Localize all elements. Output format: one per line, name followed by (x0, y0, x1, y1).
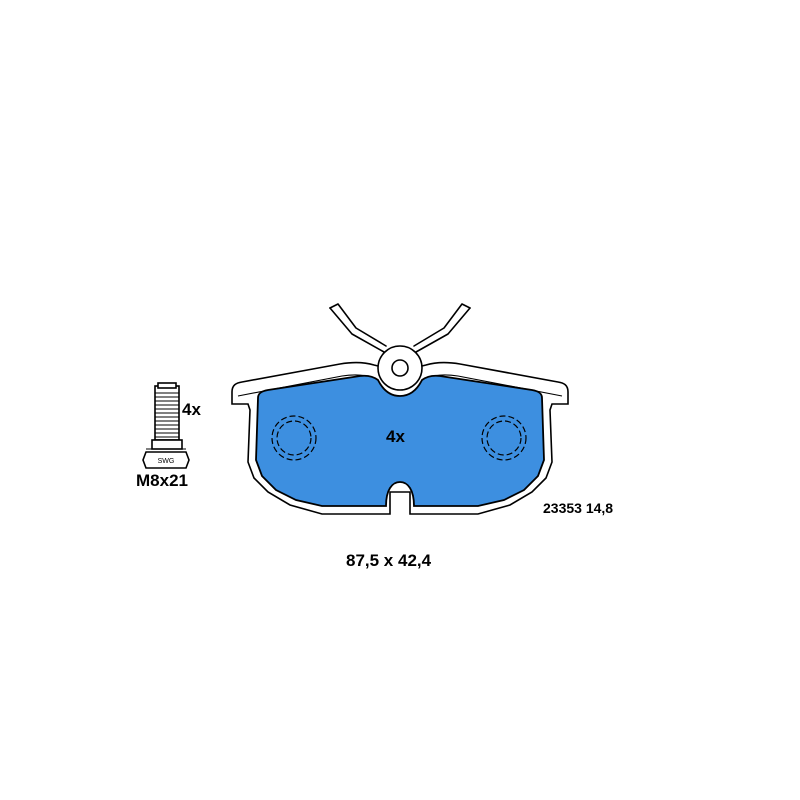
bolt-size: M8x21 (136, 471, 188, 490)
bolt-thread (155, 392, 179, 438)
wva-and-thickness: 23353 14,8 (543, 500, 614, 516)
piston-mark-left (271, 415, 317, 461)
center-lug (377, 345, 423, 391)
bolt-icon (142, 382, 190, 469)
friction-material (255, 374, 545, 507)
bolt-head (142, 451, 190, 469)
part-number-banner: 13.0460-2835.2 602835 (100, 226, 700, 258)
bolt-quantity: 4x (182, 400, 201, 419)
reference-number: 602835 (460, 228, 546, 256)
spring-clip (329, 303, 471, 353)
bolt-collar (151, 439, 183, 450)
pad-dimensions: 87,5 x 42,4 (346, 551, 432, 570)
bolt-tip (157, 382, 177, 389)
bolt-head-marking: SWG (158, 458, 175, 465)
pad-quantity: 4x (386, 427, 405, 446)
piston-mark-right (481, 415, 527, 461)
part-number: 13.0460-2835.2 (254, 228, 435, 256)
